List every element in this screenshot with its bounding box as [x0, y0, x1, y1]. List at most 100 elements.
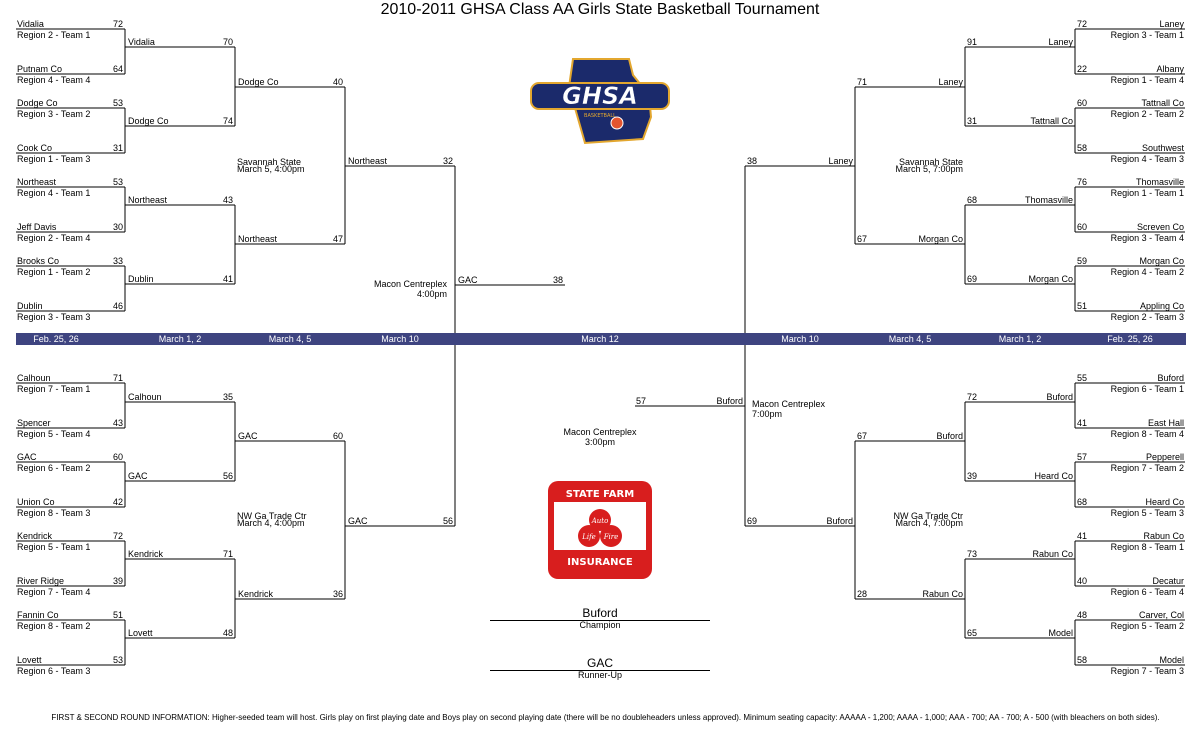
team-name: Albany	[1156, 64, 1184, 74]
team-name: Buford	[936, 431, 963, 441]
state-farm-bottom-text: INSURANCE	[567, 557, 633, 568]
team-score: 76	[1077, 177, 1088, 187]
team-seed: Region 2 - Team 3	[1110, 312, 1184, 322]
band-date-3: March 10	[381, 334, 419, 344]
team-name: Dublin	[128, 274, 154, 284]
team-name: Dodge Co	[238, 77, 279, 87]
team-name: Kendrick	[128, 549, 164, 559]
team-score: 30	[112, 222, 123, 232]
venue-time: 4:00pm	[416, 289, 447, 299]
team-seed: Region 3 - Team 1	[1110, 30, 1184, 40]
team-score: 38	[552, 275, 563, 285]
team-score: 42	[112, 497, 123, 507]
venue-name: Savannah State	[898, 157, 963, 167]
band-date-6: March 4, 5	[888, 334, 932, 344]
team-name: Dodge Co	[128, 116, 169, 126]
runner-up-name: GAC	[586, 656, 613, 670]
team-name: Buford	[1157, 373, 1184, 383]
team-score: 48	[1077, 610, 1088, 620]
team-score: 60	[112, 452, 123, 462]
team-name: Spencer	[17, 418, 51, 428]
ghsa-wordmark: GHSA	[562, 82, 638, 110]
band-date-5: March 10	[781, 334, 819, 344]
team-name: GAC	[348, 516, 368, 526]
team-score: 91	[967, 37, 978, 47]
team-name: Kendrick	[238, 589, 274, 599]
team-score: 40	[332, 77, 343, 87]
team-seed: Region 1 - Team 4	[1110, 75, 1184, 85]
team-score: 38	[747, 156, 758, 166]
team-score: 53	[112, 98, 123, 108]
venue-time: March 4, 7:00pm	[895, 518, 963, 528]
team-seed: Region 5 - Team 1	[17, 542, 91, 552]
life-label: Life	[581, 533, 596, 541]
team-seed: Region 8 - Team 3	[17, 508, 91, 518]
team-score: 72	[967, 392, 978, 402]
team-seed: Region 1 - Team 1	[1110, 188, 1184, 198]
team-name: Dodge Co	[17, 98, 58, 108]
band-date-7: March 1, 2	[998, 334, 1042, 344]
team-name: Northeast	[17, 177, 57, 187]
team-score: 41	[222, 274, 233, 284]
auto-oval-icon	[589, 509, 611, 531]
team-score: 43	[222, 195, 233, 205]
team-score: 51	[112, 610, 123, 620]
band-date-4: March 12	[581, 334, 619, 344]
team-name: Rabun Co	[922, 589, 963, 599]
band-date-8: Feb. 25, 26	[1107, 334, 1153, 344]
venue-name: NW Ga Trade Ctr	[893, 511, 963, 521]
team-score: 57	[636, 396, 647, 406]
team-name: Appling Co	[1139, 301, 1184, 311]
team-name: Fannin Co	[17, 610, 59, 620]
team-score: 56	[222, 471, 233, 481]
team-seed: Region 7 - Team 3	[1110, 666, 1184, 676]
team-seed: Region 6 - Team 2	[17, 463, 91, 473]
team-score: 72	[112, 19, 123, 29]
team-name: Southwest	[1141, 143, 1184, 153]
venue-time: March 4, 4:00pm	[237, 518, 305, 528]
venue-name: Macon Centreplex	[373, 279, 447, 289]
team-score: 64	[112, 64, 123, 74]
team-name: Buford	[826, 516, 853, 526]
team-score: 41	[1077, 531, 1088, 541]
team-seed: Region 4 - Team 1	[17, 188, 91, 198]
team-seed: Region 3 - Team 2	[17, 109, 91, 119]
venue-name: Macon Centreplex	[563, 427, 637, 437]
team-name: Rabun Co	[1032, 549, 1073, 559]
team-score: 35	[222, 392, 233, 402]
team-score: 73	[967, 549, 978, 559]
team-score: 70	[222, 37, 233, 47]
team-name: GAC	[458, 275, 478, 285]
team-score: 28	[857, 589, 868, 599]
team-name: Lovett	[17, 655, 42, 665]
team-score: 74	[222, 116, 233, 126]
team-score: 47	[332, 234, 343, 244]
team-name: Thomasville	[1135, 177, 1184, 187]
team-name: Lovett	[128, 628, 153, 638]
band-date-1: March 1, 2	[158, 334, 202, 344]
team-name: Decatur	[1152, 576, 1184, 586]
team-score: 22	[1077, 64, 1088, 74]
venue-time: 3:00pm	[584, 437, 616, 447]
team-seed: Region 6 - Team 3	[17, 666, 91, 676]
team-name: Pepperell	[1145, 452, 1184, 462]
team-score: 32	[442, 156, 453, 166]
runner-up-line	[490, 670, 710, 671]
team-seed: Region 2 - Team 2	[1110, 109, 1184, 119]
team-score: 48	[222, 628, 233, 638]
team-score: 57	[1077, 452, 1088, 462]
team-seed: Region 6 - Team 1	[1110, 384, 1184, 394]
team-name: GAC	[238, 431, 258, 441]
team-seed: Region 2 - Team 4	[17, 233, 91, 243]
team-score: 71	[222, 549, 233, 559]
team-name: East Hall	[1147, 418, 1184, 428]
team-score: 69	[967, 274, 978, 284]
team-name: Dublin	[17, 301, 43, 311]
team-score: 65	[967, 628, 978, 638]
team-seed: Region 2 - Team 1	[17, 30, 91, 40]
team-name: Northeast	[238, 234, 278, 244]
team-name: GAC	[128, 471, 148, 481]
team-seed: Region 5 - Team 2	[1110, 621, 1184, 631]
